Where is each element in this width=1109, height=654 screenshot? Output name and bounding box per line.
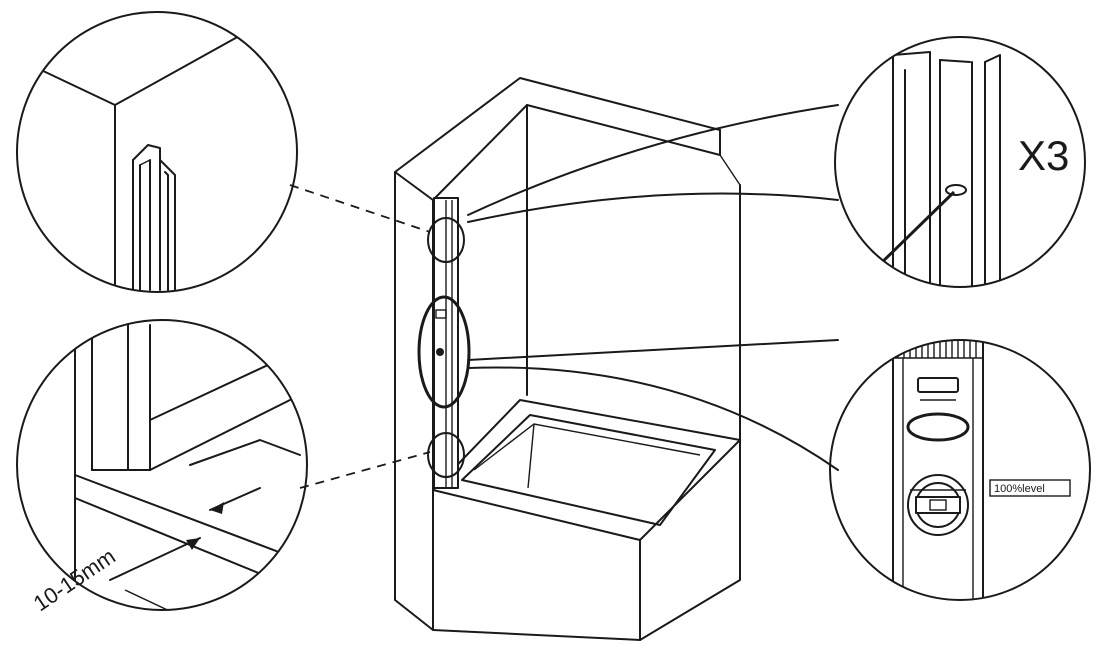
bathroom-scene bbox=[289, 77, 839, 641]
detail-spirit-level: 100%level bbox=[829, 339, 1091, 601]
shower-screen-profile bbox=[417, 197, 471, 489]
detail-screw-fixing: X3 bbox=[834, 36, 1086, 288]
bathtub bbox=[432, 399, 741, 641]
callout-leaders bbox=[289, 104, 839, 489]
level-indicator-label: 100%level bbox=[994, 483, 1045, 495]
ruler-ticks bbox=[893, 340, 983, 359]
detail-gap: 10-15mm bbox=[16, 319, 308, 616]
detail-wall-profile bbox=[16, 11, 298, 293]
screw-quantity-label: X3 bbox=[1018, 132, 1069, 179]
